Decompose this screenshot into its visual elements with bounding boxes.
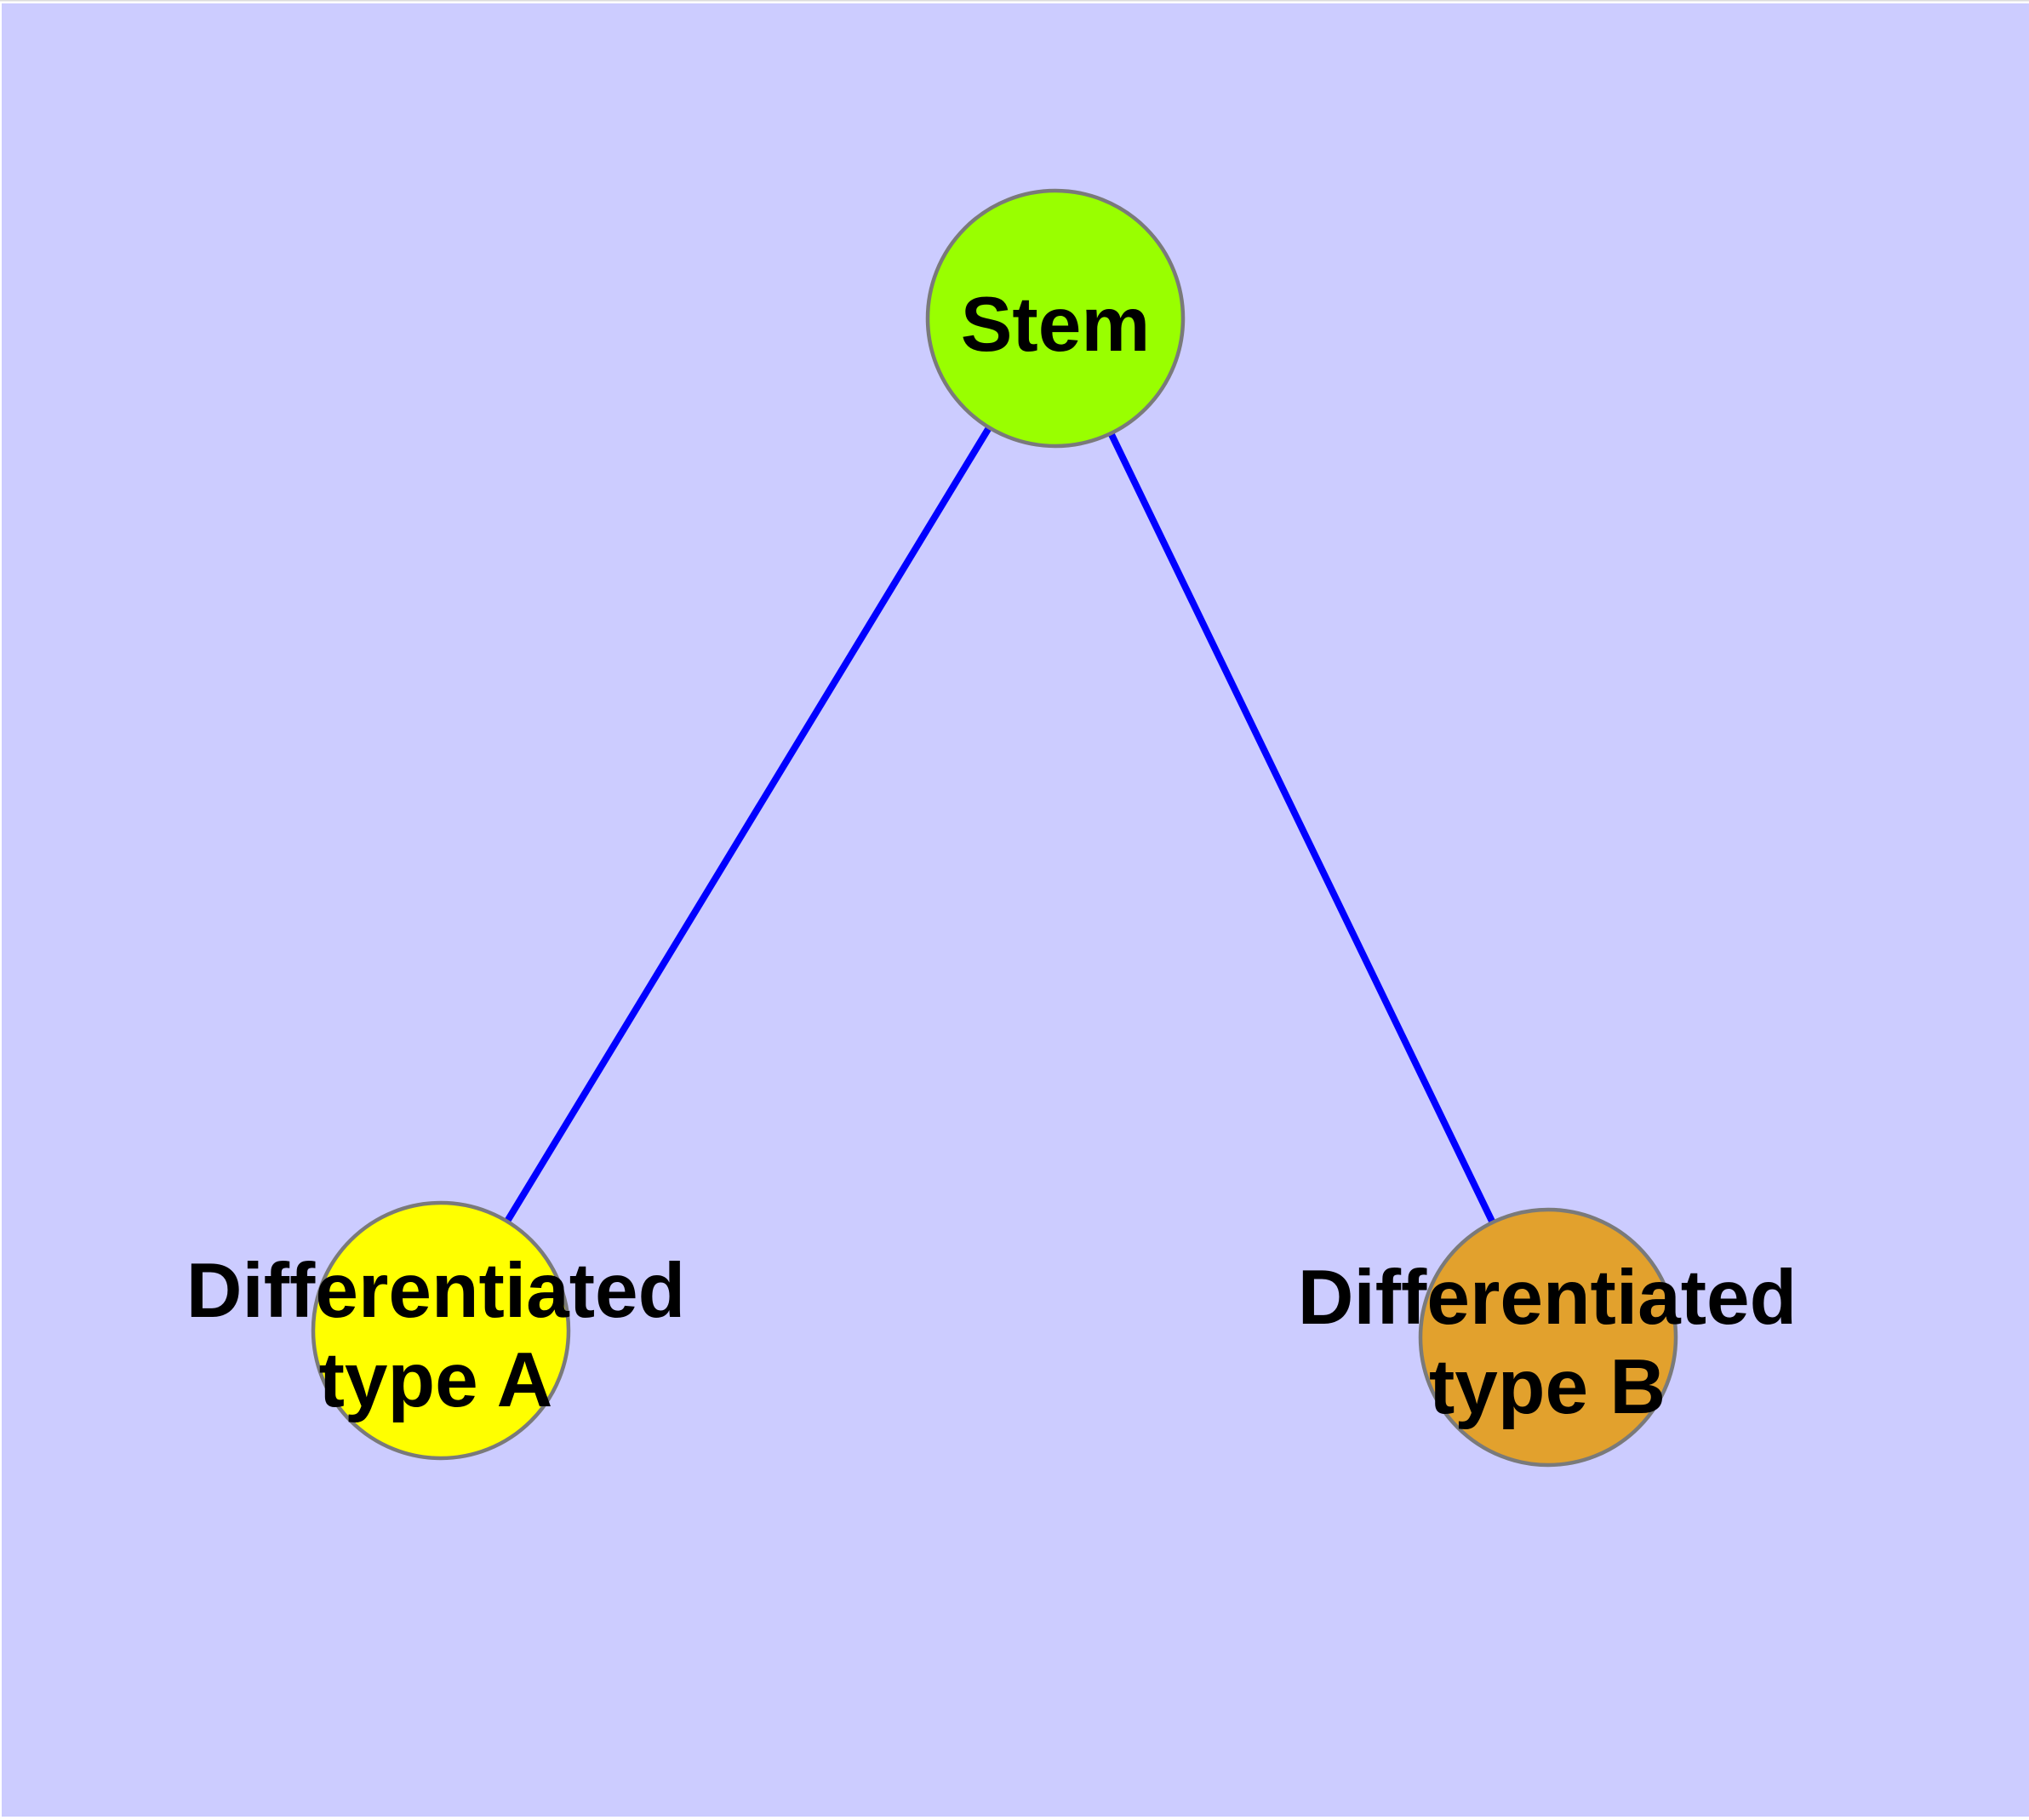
edge-stem-to-type-a [437,316,1059,1333]
edge-stem-to-type-b [1052,317,1552,1339]
node-stem-label: Stem [961,282,1151,368]
node-type-b-label-line1: Differentiated [1298,1255,1798,1341]
node-type-a-label-line1: Differentiated [186,1248,686,1334]
node-stem [925,188,1186,449]
window-top-hairline [0,0,2029,2]
node-type-a-label-line2: type A [319,1337,553,1423]
node-differentiated-type-a [311,1200,571,1461]
node-differentiated-type-b [1418,1207,1678,1468]
node-type-b-label-line2: type B [1429,1344,1666,1430]
